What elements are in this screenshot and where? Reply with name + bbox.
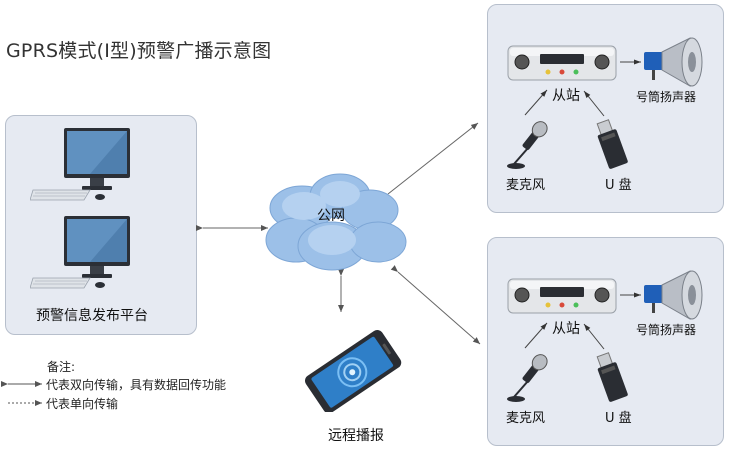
- legend-unidirectional-text: 代表单向传输: [46, 397, 119, 411]
- horn-speaker-icon-top: [644, 37, 703, 87]
- page-title: GPRS模式(I型)预警广播示意图: [6, 40, 272, 62]
- arrow-top-mic-station: [524, 89, 548, 116]
- computer-icon-top: [30, 128, 130, 201]
- microphone-icon-top: [507, 121, 548, 169]
- speaker-label-bottom: 号筒扬声器: [636, 323, 697, 337]
- smartphone-icon: [305, 330, 402, 412]
- microphone-icon-bottom: [507, 354, 548, 402]
- link-cloud-bottom-station: [390, 265, 481, 345]
- cloud-icon: [265, 173, 407, 271]
- phone-label: 远程播报: [328, 428, 384, 444]
- legend-bidirectional-text: 代表双向传输，具有数据回传功能: [46, 378, 227, 392]
- broadcast-receiver-icon-bottom: [507, 278, 617, 314]
- horn-speaker-icon-bottom: [644, 270, 703, 320]
- arrow-bottom-mic-station: [524, 322, 548, 349]
- arrow-bottom-usb-station: [583, 323, 605, 350]
- arrow-top-usb-station: [583, 90, 605, 117]
- mic-label-top: 麦克风: [506, 178, 546, 193]
- usb-label-top: U 盘: [605, 178, 632, 193]
- usb-drive-icon-bottom: [596, 352, 628, 402]
- broadcast-receiver-icon-top: [507, 45, 617, 81]
- station-label-bottom: 从站: [552, 321, 580, 337]
- legend-heading: 备注:: [47, 360, 76, 374]
- usb-drive-icon-top: [596, 119, 628, 169]
- speaker-label-top: 号筒扬声器: [636, 90, 697, 104]
- mic-label-bottom: 麦克风: [506, 411, 546, 426]
- computer-icon-bottom: [30, 216, 130, 289]
- cloud-label: 公网: [317, 208, 345, 224]
- station-panel-top: [487, 4, 724, 213]
- link-cloud-top-station: [380, 122, 479, 201]
- platform-label: 预警信息发布平台: [36, 308, 148, 324]
- station-label-top: 从站: [552, 88, 580, 104]
- usb-label-bottom: U 盘: [605, 411, 632, 426]
- station-panel-bottom: [487, 237, 724, 446]
